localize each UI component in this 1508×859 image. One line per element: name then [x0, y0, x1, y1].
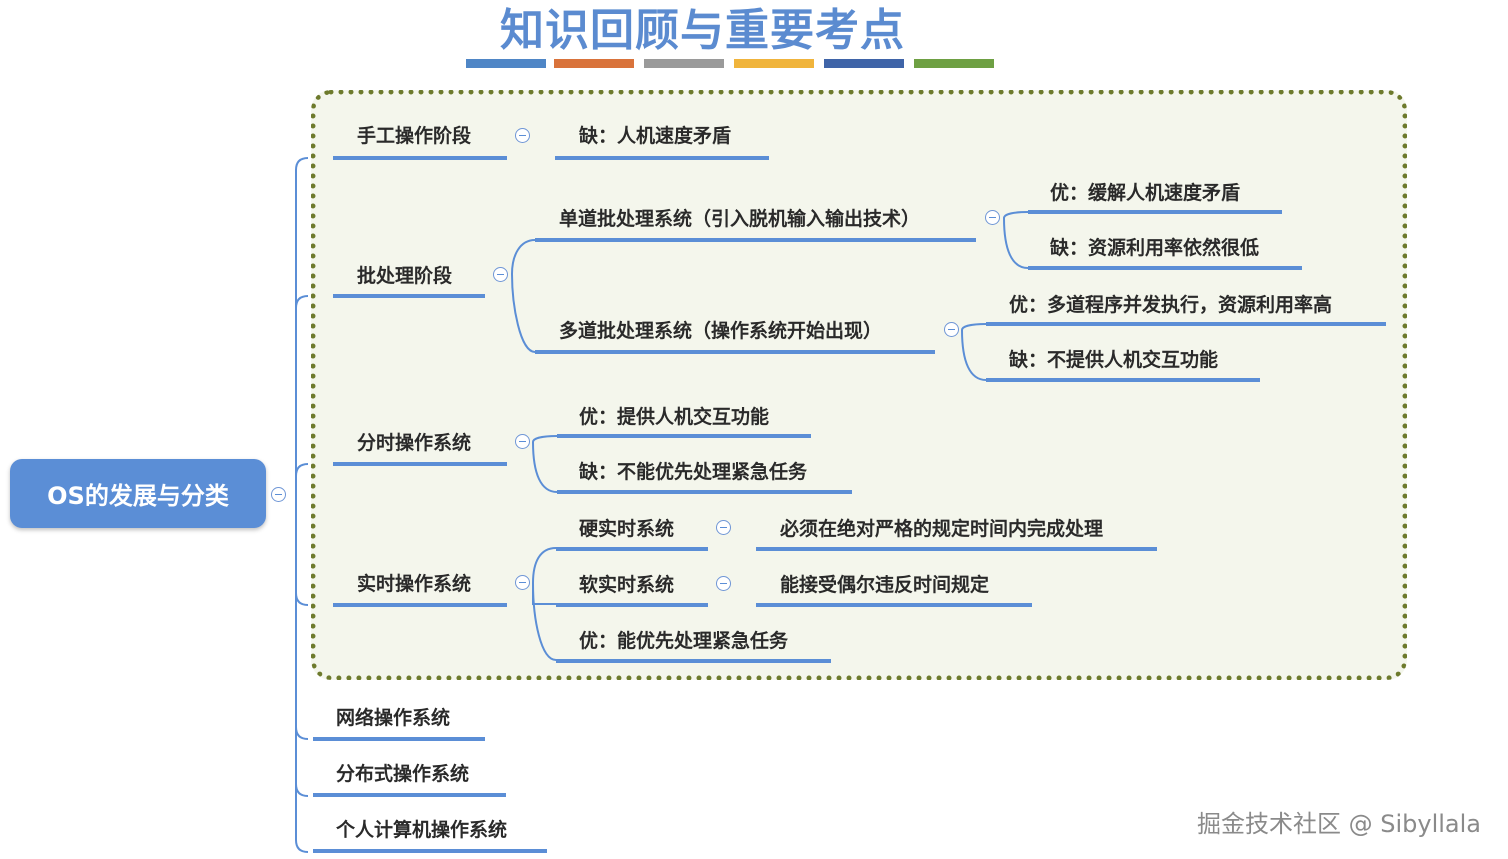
node-multi-label: 多道批处理系统（操作系统开始出现） [559, 320, 883, 342]
node-realtime-label: 实时操作系统 [357, 573, 472, 595]
key-points-highlight-box [311, 90, 1407, 680]
color-bar-segment [734, 59, 814, 68]
connector-multi-con [961, 329, 987, 381]
node-soft-desc-underline [756, 603, 1032, 607]
collapse-root-icon[interactable] [271, 487, 286, 502]
node-hard-desc-underline [756, 547, 1157, 551]
node-realtime-pro: 优：能优先处理紧急任务 [579, 630, 789, 652]
node-batch-underline [333, 294, 485, 298]
node-single-label: 单道批处理系统（引入脱机输入输出技术） [559, 208, 921, 230]
connector-single-pro [1003, 211, 1029, 219]
connector-timeshare [295, 463, 309, 495]
node-soft-label: 软实时系统 [579, 574, 675, 596]
collapse-manual-icon[interactable] [515, 128, 530, 143]
node-multi-con-underline [986, 378, 1260, 382]
node-distributed-label: 分布式操作系统 [336, 763, 470, 785]
connector-hard [532, 547, 557, 584]
connector-single-con [1003, 217, 1029, 269]
connector-ts-pro [532, 435, 558, 443]
connector-ts-con [532, 441, 558, 493]
node-timeshare-pro: 优：提供人机交互功能 [579, 406, 770, 428]
node-hard-label: 硬实时系统 [579, 518, 675, 540]
connector-personal [295, 495, 309, 853]
node-manual-label: 手工操作阶段 [357, 125, 472, 147]
node-realtime-underline [333, 603, 507, 607]
color-bar-segment [824, 59, 904, 68]
node-realtime-pro-underline [556, 659, 831, 663]
node-single-con-underline [1028, 266, 1302, 270]
node-multi-pro: 优：多道程序并发执行，资源利用率高 [1009, 294, 1333, 316]
page-title: 知识回顾与重要考点 [500, 5, 905, 56]
node-batch-label: 批处理阶段 [357, 265, 453, 287]
node-manual-con-underline [555, 156, 769, 160]
node-timeshare-con-underline [557, 490, 852, 494]
connector-rt-pro [532, 582, 557, 661]
node-single-con: 缺：资源利用率依然很低 [1050, 237, 1260, 259]
connector-multi [511, 273, 536, 353]
node-multi-con: 缺：不提供人机交互功能 [1009, 349, 1219, 371]
node-personal-label: 个人计算机操作系统 [336, 819, 508, 841]
node-timeshare-label: 分时操作系统 [357, 432, 472, 454]
collapse-batch-icon[interactable] [493, 267, 508, 282]
collapse-hard-icon[interactable] [716, 520, 731, 535]
collapse-timeshare-icon[interactable] [515, 434, 530, 449]
node-distributed-underline [313, 793, 506, 797]
node-soft-desc: 能接受偶尔违反时间规定 [780, 574, 990, 596]
color-bar-segment [914, 59, 994, 68]
node-multi-pro-underline [986, 322, 1386, 326]
watermark: 掘金技术社区 @ Sibyllala [1197, 810, 1482, 838]
node-timeshare-con: 缺：不能优先处理紧急任务 [579, 461, 808, 483]
color-bar-segment [644, 59, 724, 68]
node-timeshare-pro-underline [557, 434, 811, 438]
node-single-underline [535, 238, 976, 242]
node-hard-underline [556, 547, 708, 551]
root-node[interactable]: OS的发展与分类 [10, 459, 266, 528]
node-network-underline [313, 737, 485, 741]
connector-single [511, 239, 536, 275]
node-manual-con: 缺：人机速度矛盾 [579, 125, 732, 147]
node-single-pro-underline [1028, 210, 1282, 214]
root-node-label: OS的发展与分类 [47, 482, 229, 510]
color-bar-segment [554, 59, 634, 68]
node-single-pro: 优：缓解人机速度矛盾 [1050, 182, 1241, 204]
node-timeshare-underline [333, 462, 507, 466]
connector-realtime [295, 495, 309, 606]
collapse-single-icon[interactable] [985, 210, 1000, 225]
connector-batch [295, 295, 309, 495]
node-hard-desc: 必须在绝对严格的规定时间内完成处理 [780, 518, 1104, 540]
node-multi-underline [535, 350, 935, 354]
connector-soft [532, 583, 556, 605]
connector-manual [295, 157, 309, 495]
node-manual-underline [333, 156, 507, 160]
collapse-realtime-icon[interactable] [515, 575, 530, 590]
connector-multi-pro [961, 323, 987, 331]
color-bar-segment [466, 59, 546, 68]
connector-distributed [295, 495, 309, 797]
node-personal-underline [313, 849, 547, 853]
node-network-label: 网络操作系统 [336, 707, 451, 729]
connector-network [295, 495, 309, 740]
collapse-soft-icon[interactable] [716, 576, 731, 591]
collapse-multi-icon[interactable] [944, 322, 959, 337]
node-soft-underline [556, 603, 708, 607]
